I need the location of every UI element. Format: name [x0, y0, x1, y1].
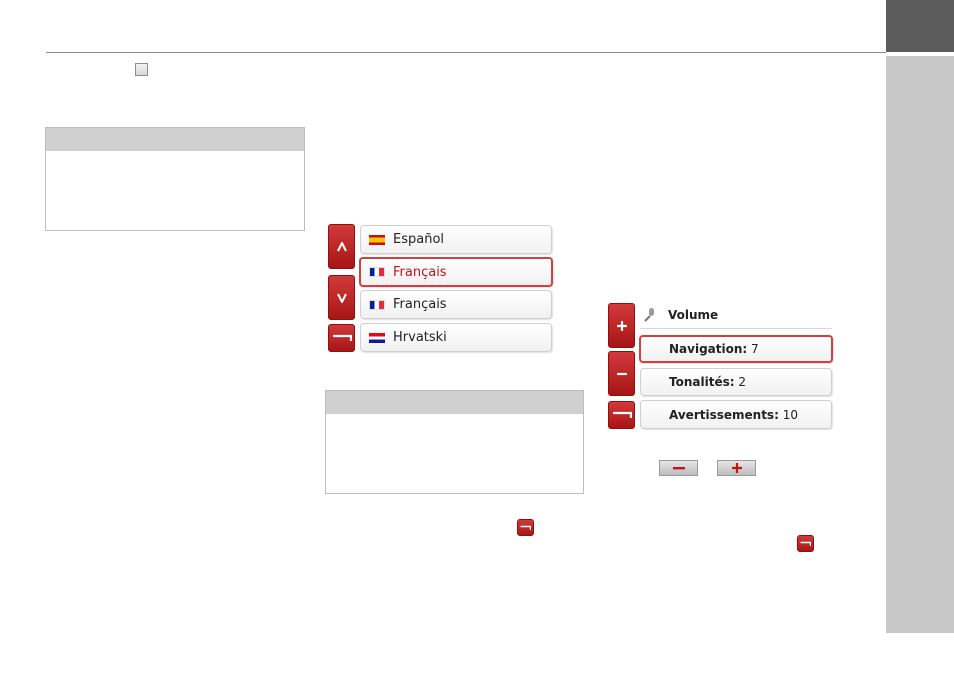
back-inline-icon-right: [797, 535, 814, 552]
volume-decrease-button[interactable]: [608, 351, 635, 396]
volume-row-avertissements[interactable]: Avertissements: 10: [640, 400, 832, 429]
volume-row-tonalites[interactable]: Tonalités: 2: [640, 368, 832, 396]
volume-row-navigation[interactable]: Navigation: 7: [639, 335, 833, 363]
chapter-sidebar: [886, 56, 954, 633]
scroll-down-button[interactable]: [328, 275, 355, 320]
back-arrow-icon: [332, 334, 352, 341]
language-item-espanol[interactable]: Español: [360, 225, 552, 254]
language-label: Français: [393, 264, 447, 280]
minus-icon: [616, 372, 627, 375]
chapter-tab-active: [886, 0, 954, 52]
note-box-middle: [325, 390, 584, 494]
header-rule: [46, 52, 886, 53]
language-label: Español: [393, 232, 445, 247]
note-box-header: [46, 128, 304, 151]
volume-title-row: Volume: [640, 302, 832, 329]
france-flag-icon: [369, 299, 385, 310]
france-flag-icon: [369, 267, 385, 277]
arrow-down-icon: [336, 293, 347, 303]
scroll-up-button[interactable]: [328, 224, 355, 269]
arrow-up-icon: [336, 241, 347, 251]
plus-icon: [616, 320, 627, 331]
microphone-icon: [644, 308, 654, 322]
spain-flag-icon: [369, 234, 385, 245]
volume-back-button[interactable]: [608, 401, 635, 429]
note-box-left: [45, 127, 305, 231]
back-arrow-icon: [612, 411, 632, 418]
volume-title: Volume: [668, 308, 719, 322]
plus-inline-icon: [717, 460, 756, 476]
language-item-hrvatski[interactable]: Hrvatski: [360, 323, 552, 352]
language-label: Français: [393, 297, 447, 312]
volume-row-label: Avertissements:: [669, 407, 779, 422]
language-label: Hrvatski: [393, 330, 447, 345]
volume-row-label: Navigation:: [669, 342, 748, 356]
back-button[interactable]: [328, 324, 355, 352]
volume-row-value: 10: [782, 407, 798, 422]
volume-increase-button[interactable]: [608, 303, 635, 348]
note-box-header: [326, 391, 583, 414]
minus-inline-icon: [659, 460, 698, 476]
back-inline-icon: [517, 519, 534, 536]
croatia-flag-icon: [369, 332, 385, 343]
volume-row-label: Tonalités:: [669, 375, 735, 389]
checkbox-icon: [135, 63, 148, 76]
volume-row-value: 7: [751, 342, 759, 356]
language-item-francais[interactable]: Français: [360, 290, 552, 319]
volume-row-value: 2: [738, 375, 746, 389]
language-item-francais-selected[interactable]: Français: [359, 257, 553, 287]
